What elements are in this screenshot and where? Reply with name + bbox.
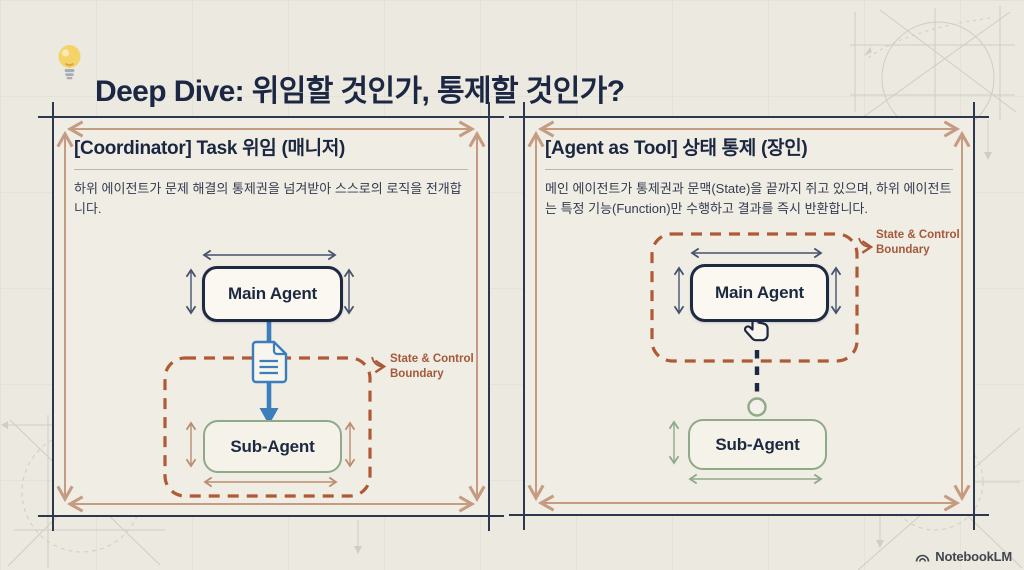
panel-description: 메인 에이전트가 통제권과 문맥(State)을 끝까지 쥐고 있으며, 하위 … <box>545 181 952 216</box>
sub-agent-label: Sub-Agent <box>230 436 315 456</box>
sub-agent-box: Sub-Agent <box>688 419 827 470</box>
lightbulb-icon <box>58 45 81 80</box>
main-agent-label: Main Agent <box>715 283 804 302</box>
agent-as-tool-diagram <box>650 232 874 485</box>
blueprint-frame-icon <box>38 102 504 531</box>
main-agent-dimension-lines <box>673 247 842 315</box>
panel-coordinator: [Coordinator] Task 위임 (매니저) 하위 에이전트가 문제 … <box>38 102 504 531</box>
sub-agent-label: Sub-Agent <box>715 434 800 454</box>
main-agent-box: Main Agent <box>202 266 343 322</box>
main-agent-label: Main Agent <box>228 284 317 303</box>
main-agent-dimension-lines <box>185 249 355 315</box>
main-agent-box: Main Agent <box>690 264 829 322</box>
title-divider <box>74 169 468 170</box>
state-boundary-right <box>650 232 859 363</box>
sub-agent-dimension-lines <box>185 421 356 488</box>
notebooklm-logo <box>915 554 930 562</box>
document-icon <box>251 340 288 384</box>
boundary-callout-arrow <box>858 237 874 254</box>
panel-title-coordinator: [Coordinator] Task 위임 (매니저) <box>74 138 346 159</box>
tool-socket-circle <box>747 397 767 417</box>
watermark-text: NotebookLM <box>935 549 1012 564</box>
pointer-hand-icon <box>743 312 769 342</box>
blueprint-frame-icon <box>509 102 989 530</box>
panel-description: 하위 에이전트가 문제 해결의 통제권을 넘겨받아 스스로의 로직을 전개합니다… <box>74 181 462 216</box>
panel-title-agent-as-tool: [Agent as Tool] 상태 통제 (장인) <box>545 138 808 159</box>
page-title: Deep Dive: 위임할 것인가, 통제할 것인가? <box>95 75 625 109</box>
sub-agent-dimension-lines <box>668 420 823 485</box>
boundary-callout-arrow <box>371 356 387 374</box>
title-divider <box>545 169 953 170</box>
watermark: NotebookLM <box>915 549 1012 564</box>
sub-agent-box: Sub-Agent <box>203 420 342 473</box>
coordinator-diagram <box>163 249 387 498</box>
boundary-label: State & Control Boundary <box>390 353 474 380</box>
boundary-label: State & Control Boundary <box>876 229 960 256</box>
panel-agent-as-tool: [Agent as Tool] 상태 통제 (장인) 메인 에이전트가 통제권과… <box>509 102 989 530</box>
